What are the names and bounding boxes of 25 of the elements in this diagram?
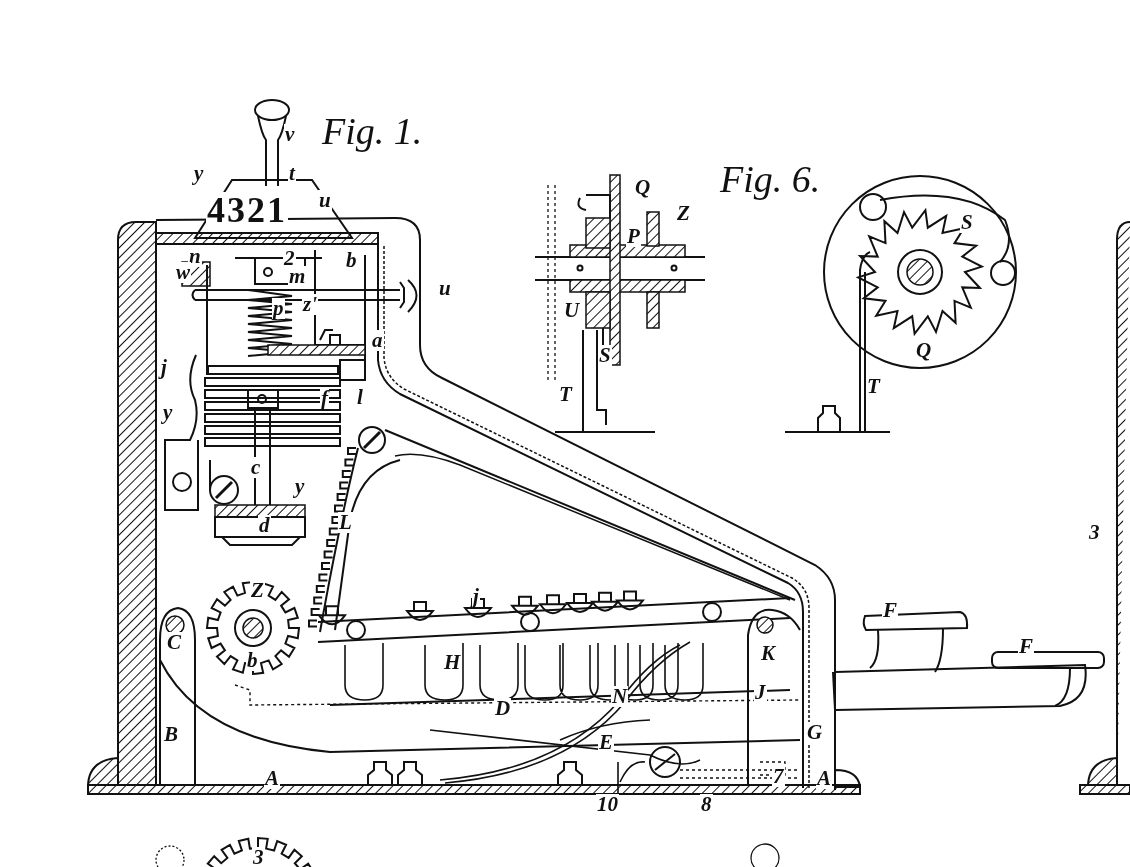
callout-letter: a [371, 330, 384, 351]
callout-letter: E [598, 732, 614, 753]
callout-letter: A [264, 768, 280, 789]
callout-letter: u [318, 190, 332, 211]
callout-letter: P [626, 226, 641, 247]
callout-letter: N [611, 686, 629, 707]
callout-letter: w [175, 262, 191, 283]
callout-letter: b [246, 650, 259, 671]
callout-letter: Q [915, 340, 933, 361]
callout-letter: 7 [772, 766, 785, 787]
callout-letter: S [598, 345, 612, 366]
figure-title: Fig. 1. [322, 112, 423, 150]
callout-letter: G [806, 722, 824, 743]
callout-letter: J [754, 682, 767, 703]
callout-letter: L [338, 512, 353, 533]
callout-letter: Q [634, 177, 652, 198]
callout-letter: m [288, 266, 307, 287]
callout-letter: p [272, 298, 285, 319]
callout-letter: j [160, 357, 168, 378]
callout-letter: z' [302, 294, 318, 315]
callout-letter: S [960, 212, 974, 233]
callout-letter: 3 [252, 847, 265, 867]
figure-title: Fig. 6. [720, 160, 821, 198]
callout-letter: c [250, 457, 262, 478]
callout-letter: A [816, 768, 832, 789]
